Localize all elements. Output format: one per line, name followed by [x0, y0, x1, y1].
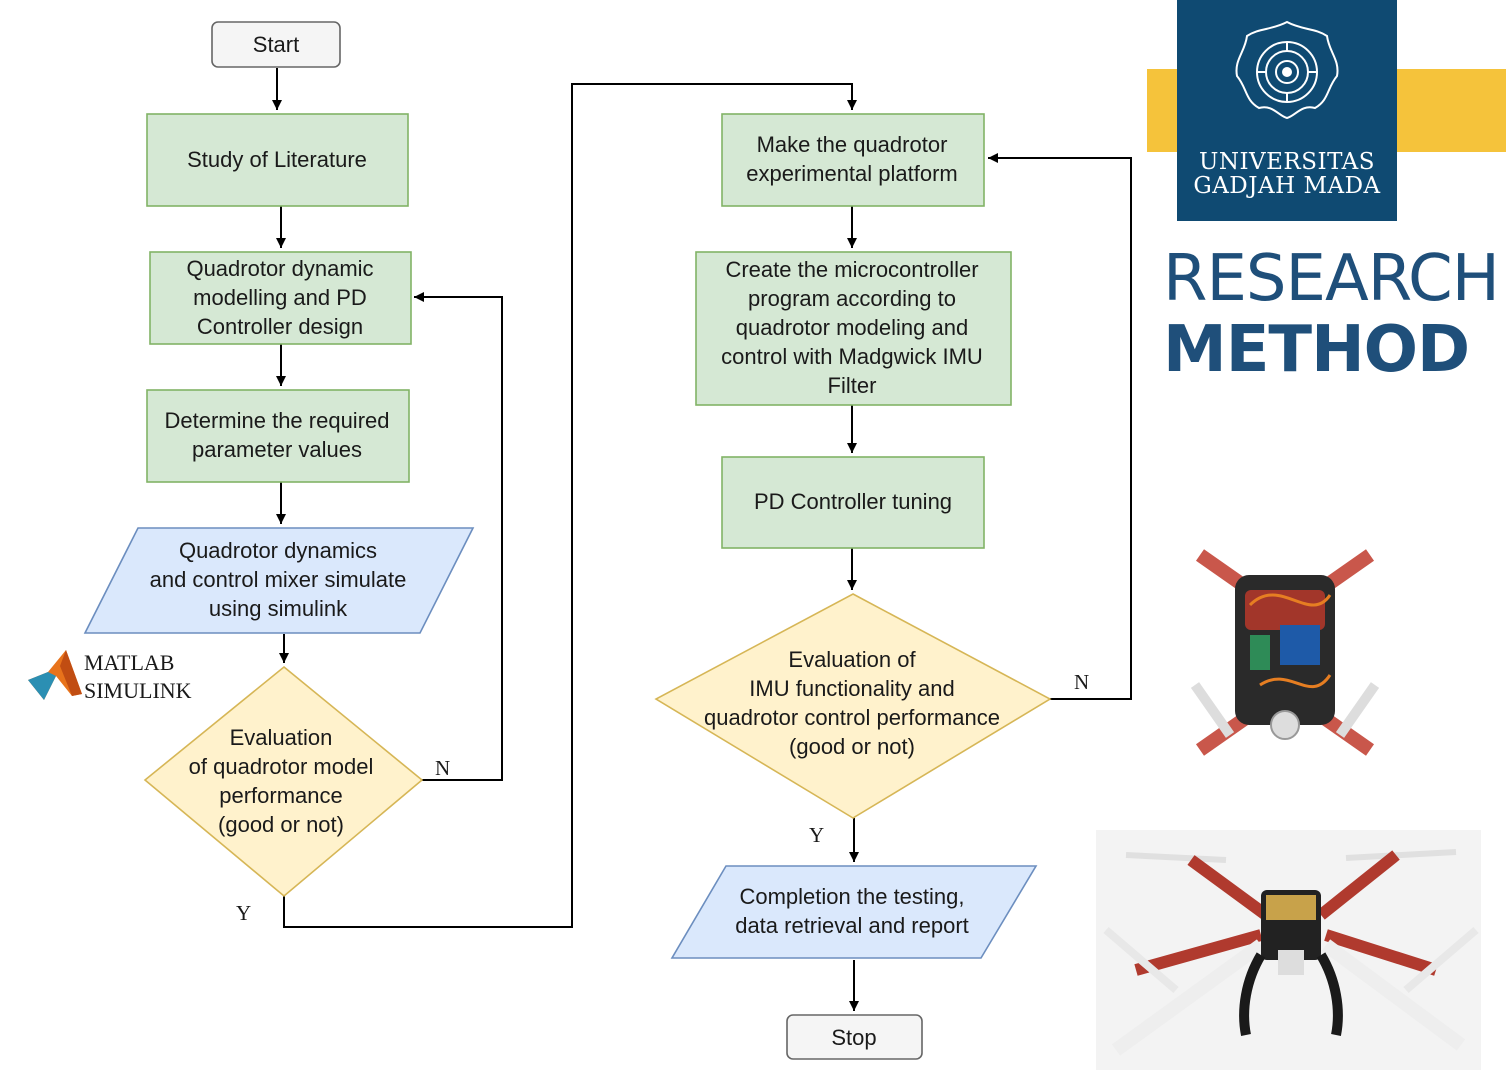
start-label: Start [253, 32, 299, 57]
study-label: Study of Literature [187, 147, 367, 172]
eval-model-yes-label: Y [236, 901, 251, 925]
eval-imu-yes-label: Y [809, 823, 824, 847]
node-text-line: performance [219, 783, 343, 808]
microcontroller-label: Create the microcontroller program accord… [721, 257, 983, 398]
simulate-io [83, 527, 475, 634]
node-text-line: of quadrotor model [189, 754, 374, 779]
university-seal-icon [1235, 20, 1339, 120]
stop-terminal [786, 1014, 923, 1060]
node-text-line: data retrieval and report [735, 913, 969, 938]
eval-imu-decision [654, 593, 1052, 819]
eval-model-no-label: N [435, 756, 450, 780]
edge-eval-model-no [414, 292, 503, 781]
heading-line2: METHOD [1163, 313, 1470, 387]
node-text-line: (good or not) [789, 734, 915, 759]
node-text-line: (good or not) [218, 812, 344, 837]
matlab-label: MATLAB [84, 650, 175, 675]
modelling-label: Quadrotor dynamic modelling and PD Control… [186, 256, 373, 339]
node-text-line: and control mixer simulate [150, 567, 407, 592]
stop-label: Stop [831, 1025, 876, 1050]
study-process [146, 113, 409, 207]
node-text-line: Filter [828, 373, 877, 398]
start-terminal [211, 21, 341, 68]
platform-label: Make the quadrotor experimental platform [746, 132, 958, 186]
node-text-line: Completion the testing, [739, 884, 964, 909]
simulink-label: SIMULINK [84, 678, 192, 703]
modelling-process [149, 251, 412, 345]
node-text-line: IMU functionality and [749, 676, 954, 701]
eval-model-decision [143, 665, 424, 898]
node-text-line: Controller design [197, 314, 363, 339]
node-text-line: Quadrotor dynamics [179, 538, 377, 563]
heading-line1: RESEARCH [1163, 242, 1500, 316]
eval-imu-no-label: N [1074, 670, 1089, 694]
eval-imu-label: Evaluation of IMU functionality and quadro… [704, 647, 1000, 759]
parameters-process [146, 389, 410, 483]
edge-eval-model-yes [283, 83, 857, 928]
university-logo: UNIVERSITAS GADJAH MADA [1177, 0, 1397, 221]
quadrotor-side-photo [1096, 830, 1481, 1070]
parameters-label: Determine the required parameter values [164, 408, 389, 462]
connectors [272, 68, 1132, 1011]
node-text-line: quadrotor control performance [704, 705, 1000, 730]
node-text-line: Quadrotor dynamic [186, 256, 373, 281]
matlab-membrane-icon [28, 650, 82, 700]
completion-io [670, 865, 1038, 959]
completion-label: Completion the testing, data retrieval an… [735, 884, 969, 938]
tuning-process [721, 456, 985, 549]
node-text-line: Create the microcontroller [725, 257, 978, 282]
node-text-line: quadrotor modeling and [736, 315, 968, 340]
matlab-simulink-logo: MATLAB SIMULINK [26, 646, 201, 708]
node-text-line: experimental platform [746, 161, 958, 186]
node-text-line: using simulink [209, 596, 348, 621]
simulate-label: Quadrotor dynamics and control mixer simu… [150, 538, 407, 621]
university-name-line1: UNIVERSITAS [1198, 149, 1376, 175]
quadrotor-top-photo [1190, 535, 1380, 775]
platform-process [721, 113, 985, 207]
node-text-line: Determine the required [164, 408, 389, 433]
node-text-line: modelling and PD [193, 285, 367, 310]
node-text-line: parameter values [192, 437, 362, 462]
node-text-line: control with Madgwick IMU [721, 344, 983, 369]
tuning-label: PD Controller tuning [754, 489, 952, 514]
eval-model-label: Evaluation of quadrotor model performance (… [189, 725, 374, 837]
node-text-line: Make the quadrotor [757, 132, 948, 157]
edge-eval-imu-no [988, 153, 1132, 700]
microcontroller-process [695, 251, 1012, 406]
node-text-line: Evaluation [230, 725, 333, 750]
university-name-line2: GADJAH MADA [1193, 173, 1381, 199]
node-text-line: Evaluation of [788, 647, 916, 672]
node-text-line: program according to [748, 286, 956, 311]
